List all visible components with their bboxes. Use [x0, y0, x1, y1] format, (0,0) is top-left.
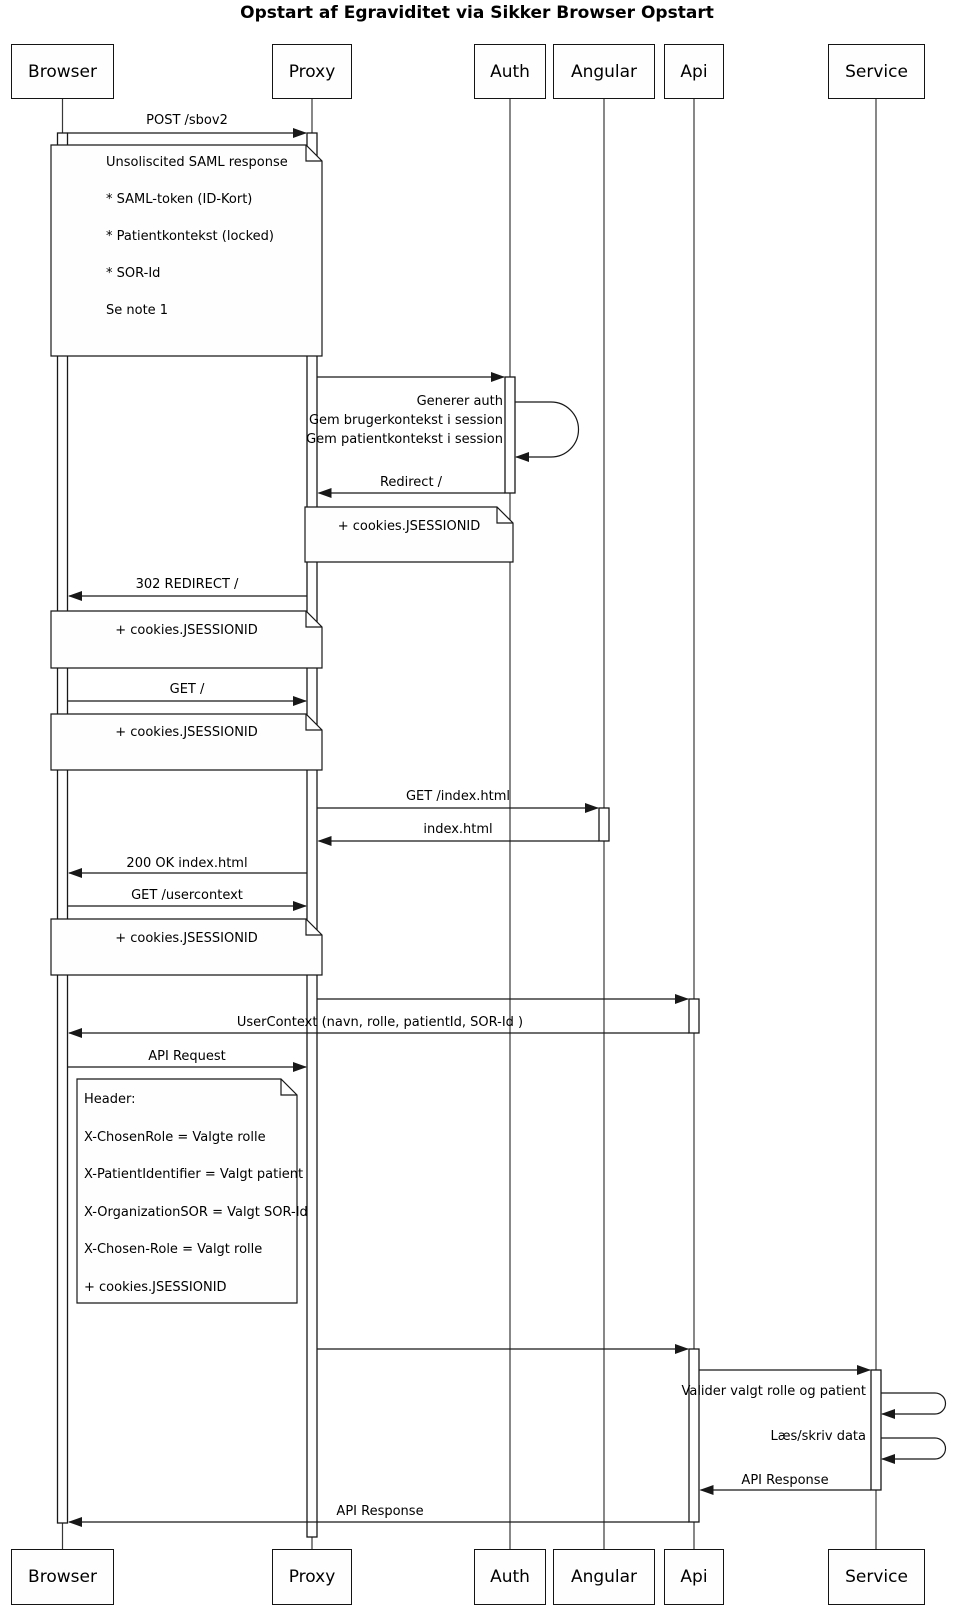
note-fold-header	[280, 1079, 297, 1096]
participant-api-top: Api	[664, 44, 724, 99]
participant-auth-bottom: Auth	[474, 1549, 546, 1605]
participant-angular-label: Angular	[570, 61, 638, 82]
message-label-api-request: API Request	[148, 1049, 226, 1064]
message-label-200-ok: 200 OK index.html	[126, 856, 248, 871]
participant-auth-top: Auth	[474, 44, 546, 99]
participant-service-top: Service	[828, 44, 925, 99]
note-shapes	[50, 144, 514, 1304]
message-label-valider-rolle: Valider valgt rolle og patient	[681, 1384, 866, 1399]
participant-auth-label-bottom: Auth	[490, 1567, 530, 1587]
participant-angular-top: Angular	[553, 44, 655, 99]
activation-auth	[504, 376, 516, 494]
message-label-get-index: GET /index.html	[405, 789, 511, 804]
note-cookies-3: + cookies.JSESSIONID	[115, 725, 258, 740]
note-saml-line-4: * SOR-Id	[106, 266, 161, 281]
note-header-line-1: Header:	[84, 1092, 136, 1107]
message-label-usercontext-response: UserContext (navn, rolle, patientId, SOR…	[236, 1015, 524, 1030]
participant-service-label-bottom: Service	[845, 1567, 908, 1587]
note-header-line-3: X-PatientIdentifier = Valgt patient	[84, 1167, 304, 1182]
participant-angular-label-bottom: Angular	[570, 1567, 638, 1587]
note-cookies-4: + cookies.JSESSIONID	[115, 931, 258, 946]
message-label-get-usercontext: GET /usercontext	[131, 888, 243, 903]
note-shape-cookies-3	[50, 713, 323, 771]
note-shape-saml	[50, 144, 323, 357]
participant-api-bottom: Api	[664, 1549, 724, 1605]
note-header-line-6: + cookies.JSESSIONID	[84, 1280, 227, 1295]
participant-browser-label-bottom: Browser	[28, 1567, 97, 1587]
loop-service-validate	[881, 1392, 947, 1419]
note-cookies-1: + cookies.JSESSIONID	[337, 519, 481, 534]
message-label-302-redirect: 302 REDIRECT /	[135, 577, 239, 592]
message-label-redirect: Redirect /	[379, 475, 443, 490]
participant-api-label-bottom: Api	[680, 1567, 708, 1587]
note-shape-cookies-4	[50, 918, 323, 976]
note-saml-line-5: Se note 1	[106, 303, 169, 318]
message-label-api-response-service: API Response	[741, 1473, 829, 1488]
note-fold-cookies-1	[496, 507, 513, 524]
message-label-api-response-browser: API Response	[336, 1504, 424, 1519]
note-fold-cookies-3	[305, 714, 322, 731]
activation-service	[870, 1369, 882, 1491]
note-shape-cookies-1	[304, 506, 514, 563]
participant-proxy-top: Proxy	[272, 44, 352, 99]
loop-auth-self	[515, 401, 580, 462]
participant-browser-top: Browser	[11, 44, 114, 99]
message-label-get-root: GET /	[169, 682, 205, 697]
note-cookies-2: + cookies.JSESSIONID	[115, 623, 258, 638]
participant-proxy-label: Proxy	[288, 61, 336, 82]
activation-api-usercontext	[688, 998, 700, 1034]
note-shape-cookies-2	[50, 610, 323, 669]
message-label-generer-auth: Generer auth	[416, 394, 503, 409]
note-saml-line-1: Unsoliscited SAML response	[106, 155, 288, 170]
note-fold-saml	[305, 145, 322, 162]
note-fold-cookies-2	[305, 611, 322, 628]
note-saml-line-2: * SAML-token (ID-Kort)	[106, 192, 253, 207]
participant-service-label: Service	[845, 61, 908, 82]
participant-browser-label: Browser	[28, 61, 97, 82]
participant-angular-bottom: Angular	[553, 1549, 655, 1605]
message-label-gem-patientkontekst: Gem patientkontekst i session	[306, 432, 503, 447]
message-label-gem-brugerkontekst: Gem brugerkontekst i session	[308, 413, 503, 428]
note-header-line-5: X-Chosen-Role = Valgt rolle	[84, 1242, 263, 1257]
note-fold-cookies-4	[305, 919, 322, 936]
diagram-title: Opstart af Egraviditet via Sikker Browse…	[240, 3, 714, 23]
participant-proxy-bottom: Proxy	[272, 1549, 352, 1605]
participant-proxy-label-bottom: Proxy	[288, 1567, 336, 1587]
message-label-laes-skriv: Læs/skriv data	[770, 1429, 866, 1444]
note-saml-line-3: * Patientkontekst (locked)	[106, 229, 274, 244]
participant-api-label: Api	[680, 61, 708, 82]
activation-bars	[56, 132, 882, 1538]
activation-browser	[56, 132, 69, 1524]
note-shape-header	[76, 1078, 298, 1304]
message-label-post-sbov2: POST /sbov2	[146, 113, 228, 128]
activation-api-request	[688, 1348, 700, 1523]
note-header-line-4: X-OrganizationSOR = Valgt SOR-Id	[84, 1205, 308, 1220]
participant-browser-bottom: Browser	[11, 1549, 114, 1605]
participant-auth-label: Auth	[490, 61, 530, 82]
note-header-line-2: X-ChosenRole = Valgte rolle	[84, 1130, 266, 1145]
activation-angular	[598, 807, 610, 842]
message-label-index-html: index.html	[423, 822, 493, 837]
self-loops	[515, 401, 947, 1464]
message-arrows	[67, 128, 871, 1527]
loop-service-readwrite	[881, 1437, 947, 1464]
activation-proxy	[306, 132, 318, 1538]
participant-service-bottom: Service	[828, 1549, 925, 1605]
